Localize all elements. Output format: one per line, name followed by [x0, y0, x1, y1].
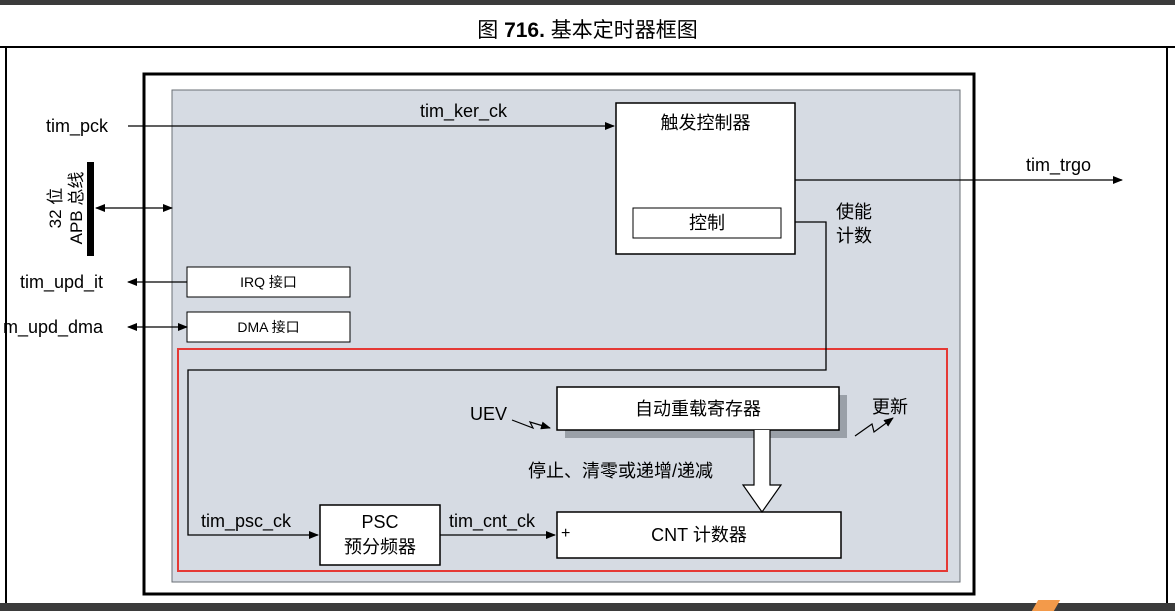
dma-interface-block [186, 311, 351, 343]
psc-label-line2: 预分频器 [344, 537, 416, 557]
tim-ker-ck-label: tim_ker_ck [420, 101, 508, 121]
title-prefix: 图 [477, 19, 505, 42]
title-separator [0, 46, 1175, 48]
enable-label-line1: 使能 [836, 202, 872, 222]
apb-bus-bar [87, 162, 94, 256]
tim-upd-it-label: tim_upd_it [20, 272, 104, 292]
enable-count-path [187, 221, 827, 539]
bus-label-line2: APB 总线 [67, 171, 86, 245]
control-block [632, 207, 782, 239]
enable-label-line2: 计数 [836, 226, 872, 246]
auto-reload-label: 自动重载寄存器 [635, 399, 761, 419]
update-label: 更新 [872, 397, 908, 417]
tim-upd-dma-label: m_upd_dma [3, 317, 104, 337]
figure-title: 图 716. 基本定时器框图 [0, 14, 1175, 44]
irq-interface-block [186, 266, 351, 298]
uev-label: UEV [470, 404, 508, 424]
irq-interface-label: IRQ 接口 [240, 274, 297, 290]
tim-trgo-label: tim_trgo [1026, 155, 1092, 175]
stop-clear-label: 停止、清零或递增/递减 [528, 461, 713, 481]
update-arrow [854, 417, 894, 437]
tim-psc-ck-label: tim_psc_ck [201, 511, 292, 531]
cnt-plus-label: + [561, 525, 571, 542]
apb-bus-label: 32 位 APB 总线 [45, 138, 87, 278]
title-text: 基本定时器框图 [544, 19, 698, 42]
cnt-counter-label: CNT 计数器 [651, 525, 747, 545]
uev-arrow [511, 419, 551, 430]
dma-interface-label: DMA 接口 [237, 319, 300, 335]
tim-cnt-ck-label: tim_cnt_ck [449, 511, 536, 531]
trigger-controller-label: 触发控制器 [660, 113, 751, 133]
control-label: 控制 [689, 213, 725, 233]
page-border-right [1166, 46, 1168, 606]
cnt-block [556, 511, 842, 559]
top-bar [0, 0, 1175, 5]
bus-label-line1: 32 位 [46, 187, 65, 229]
page-border-left [5, 46, 7, 606]
auto-reload-block [556, 386, 840, 431]
psc-label-line1: PSC [361, 512, 399, 532]
counter-highlight [177, 348, 948, 572]
reload-to-cnt-hollow-arrow [741, 430, 783, 514]
tim-pck-label: tim_pck [46, 116, 109, 136]
psc-block [319, 504, 441, 566]
bottom-bar [0, 603, 1175, 611]
title-number: 716. [504, 19, 545, 42]
